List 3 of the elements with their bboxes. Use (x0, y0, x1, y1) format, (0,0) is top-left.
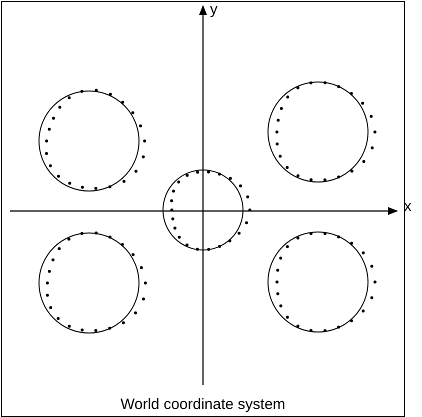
axis-label: x (404, 199, 412, 214)
axis-label: y (210, 2, 218, 17)
caption: World coordinate system (120, 397, 286, 412)
